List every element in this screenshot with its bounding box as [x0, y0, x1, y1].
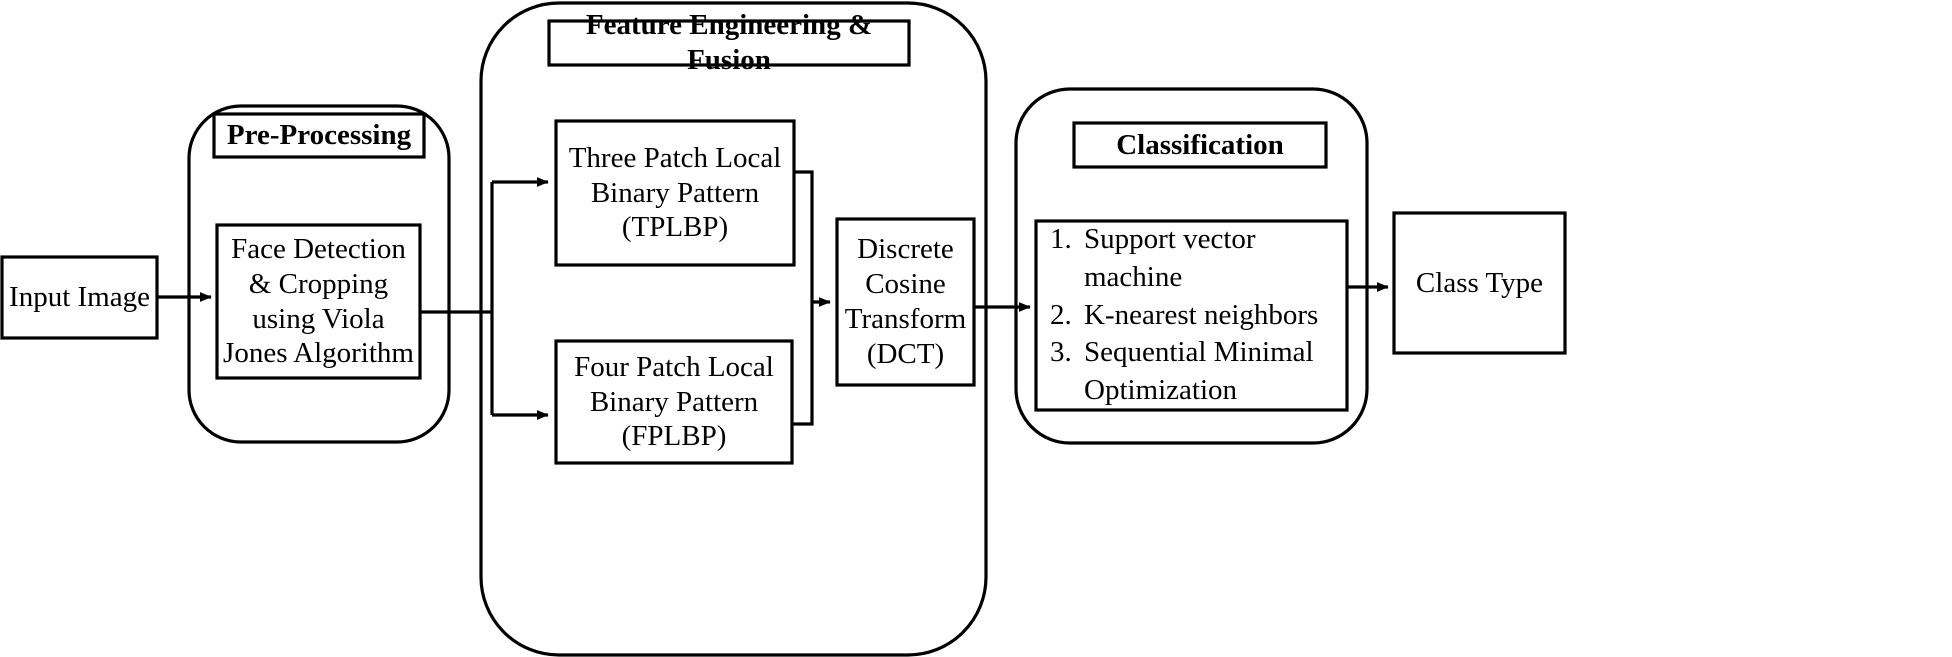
classifier-list-item-label: K-nearest neighbors — [1084, 298, 1319, 331]
classifier-list-item-label: Sequential Minimal Optimization — [1084, 336, 1314, 407]
classifier-list-item: 3. Sequential Minimal Optimization — [1050, 334, 1347, 409]
group-feature-container — [479, 1, 988, 657]
node-fplbp — [554, 339, 794, 465]
classifier-list: 1. Support vector machine 2. K-nearest neig… — [1036, 221, 1347, 410]
node-face-detection — [215, 223, 422, 380]
connector-fplbp-to-merge — [792, 302, 814, 426]
node-dct — [835, 217, 976, 387]
classifier-list-item-label: Support vector machine — [1084, 223, 1256, 293]
classifier-list-item-number: 3. — [1050, 336, 1072, 369]
classifier-list-item: 1. Support vector machine — [1050, 221, 1347, 296]
classifier-list-item-number: 1. — [1050, 223, 1072, 256]
group-classification-container — [1014, 87, 1369, 445]
classifier-list-item-number: 2. — [1050, 298, 1072, 331]
node-tplbp — [554, 119, 796, 267]
classifier-list-item: 2. K-nearest neighbors — [1050, 297, 1347, 335]
group-preprocessing-container — [187, 104, 451, 444]
header-box-classification — [1072, 121, 1328, 169]
node-class-type — [1392, 211, 1567, 355]
connector-tplbp-to-merge — [794, 170, 814, 302]
node-input-image — [0, 255, 159, 340]
header-box-preprocessing — [212, 112, 426, 159]
node-classifier-list — [1034, 219, 1349, 412]
header-box-feature — [547, 19, 911, 67]
